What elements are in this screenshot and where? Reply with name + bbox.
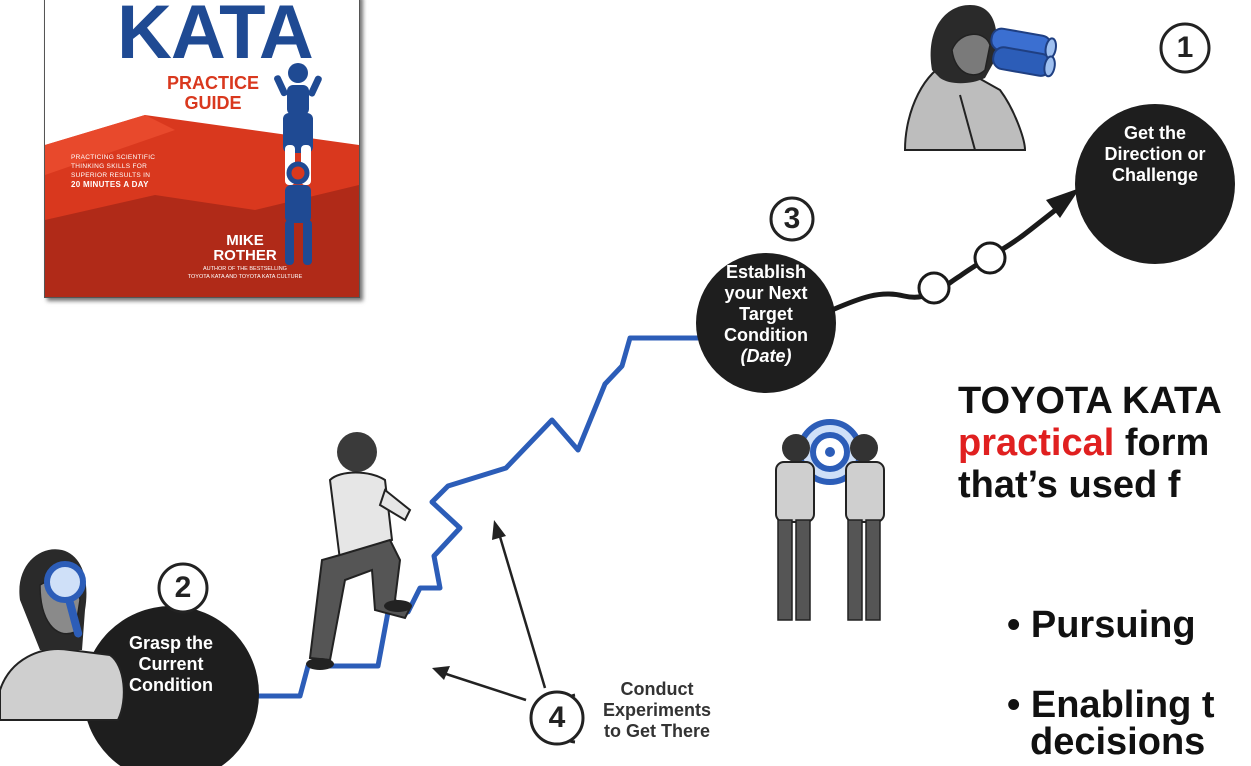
milestone-circle	[917, 271, 951, 305]
climbing-person-icon	[306, 432, 412, 670]
pointer-arrow	[496, 529, 547, 689]
milestone-circle	[973, 241, 1007, 275]
headline-line2-rest: form	[1114, 422, 1210, 464]
tagline-bold: 20 MINUTES A DAY	[71, 180, 149, 189]
connector-arrowhead	[1046, 188, 1080, 218]
author-note-line: AUTHOR OF THE BESTSELLING	[203, 266, 287, 272]
step2-circle	[83, 606, 259, 766]
step3-label-line: (Date)	[740, 346, 792, 366]
headline-red-word: practical	[958, 422, 1115, 464]
step2-label-line: Condition	[129, 675, 213, 695]
step4-number-badge	[529, 690, 585, 746]
bullet-item: • Enabling t	[1007, 684, 1215, 726]
headline-line1: TOYOTA KATA	[958, 380, 1222, 422]
step1-label-line: Challenge	[1111, 165, 1199, 185]
headline-line2: practical form	[958, 422, 1251, 464]
tagline-line: PRACTICING SCIENTIFIC	[71, 154, 156, 161]
book-subtitle: PRACTICE GUIDE	[153, 73, 273, 113]
binoculars-person-icon	[903, 5, 1057, 151]
step3-label-line: Condition	[724, 325, 808, 345]
bullet-item: • Pursuing	[1007, 604, 1196, 646]
step3-label-line: your Next	[724, 283, 808, 303]
book-cover: KATA PRACTICE GUIDE PRACTICING SCIENTIFI…	[44, 0, 360, 298]
step2-label: Grasp the Current Condition	[101, 633, 241, 696]
book-author-note: AUTHOR OF THE BESTSELLING TOYOTA KATA AN…	[155, 265, 335, 281]
step1-label-line: Direction or	[1104, 144, 1206, 164]
step3-circle	[696, 253, 836, 393]
book-cover-art	[45, 0, 359, 297]
book-subtitle-line1: PRACTICE	[166, 73, 259, 93]
step1-label-line: Get the	[1123, 123, 1186, 143]
step3-label-line: Establish	[725, 262, 807, 282]
step4-label-line: Conduct	[620, 679, 694, 699]
book-tagline: PRACTICING SCIENTIFIC THINKING SKILLS FO…	[71, 153, 221, 189]
headline-line3: that’s used f	[958, 464, 1181, 506]
bullet-item-continuation: decisions	[1030, 722, 1205, 762]
pointer-arrow	[439, 670, 527, 702]
author-last: ROTHER	[213, 247, 277, 264]
step3-label-line: Target	[739, 304, 793, 324]
acrobat-figures	[274, 63, 322, 265]
step1-number-badge	[1159, 22, 1211, 74]
step4-label-line: Experiments	[602, 700, 712, 720]
book-author: MIKE ROTHER	[205, 233, 285, 263]
book-subtitle-line2: GUIDE	[184, 93, 242, 113]
pointer-arrowhead	[432, 666, 450, 680]
bullet-text: Pursuing	[1030, 604, 1196, 646]
progress-path	[245, 335, 705, 699]
tagline-line: SUPERIOR RESULTS IN	[71, 172, 151, 179]
bullet-text: decisions	[1030, 721, 1206, 763]
step4-label: Conduct Experiments to Get There	[592, 679, 722, 742]
headline: TOYOTA KATA practical form that’s used f	[958, 380, 1251, 506]
step1-circle	[1075, 104, 1235, 264]
step2-number-badge	[157, 562, 209, 614]
step2-number: 2	[174, 571, 192, 604]
bullet-text: Enabling t	[1030, 684, 1215, 726]
book-title: KATA	[117, 0, 314, 75]
magnifier-person-icon	[0, 549, 125, 721]
step1-number: 1	[1176, 31, 1194, 64]
author-first: MIKE	[226, 232, 264, 249]
step2-label-line: Grasp the	[128, 633, 214, 653]
step3-label: Establish your Next Target Condition (Da…	[706, 262, 826, 367]
step4-number: 4	[548, 701, 566, 734]
author-note-line: TOYOTA KATA AND TOYOTA KATA CULTURE	[187, 274, 303, 280]
step3-number: 3	[783, 202, 801, 235]
pointer-arrowhead	[492, 520, 506, 540]
step1-label: Get the Direction or Challenge	[1085, 123, 1225, 186]
tagline-line: THINKING SKILLS FOR	[71, 163, 148, 170]
target-observers-icon	[775, 419, 885, 621]
step4-label-line: to Get There	[603, 721, 710, 741]
step2-label-line: Current	[138, 654, 204, 674]
step3-number-badge	[769, 196, 815, 242]
